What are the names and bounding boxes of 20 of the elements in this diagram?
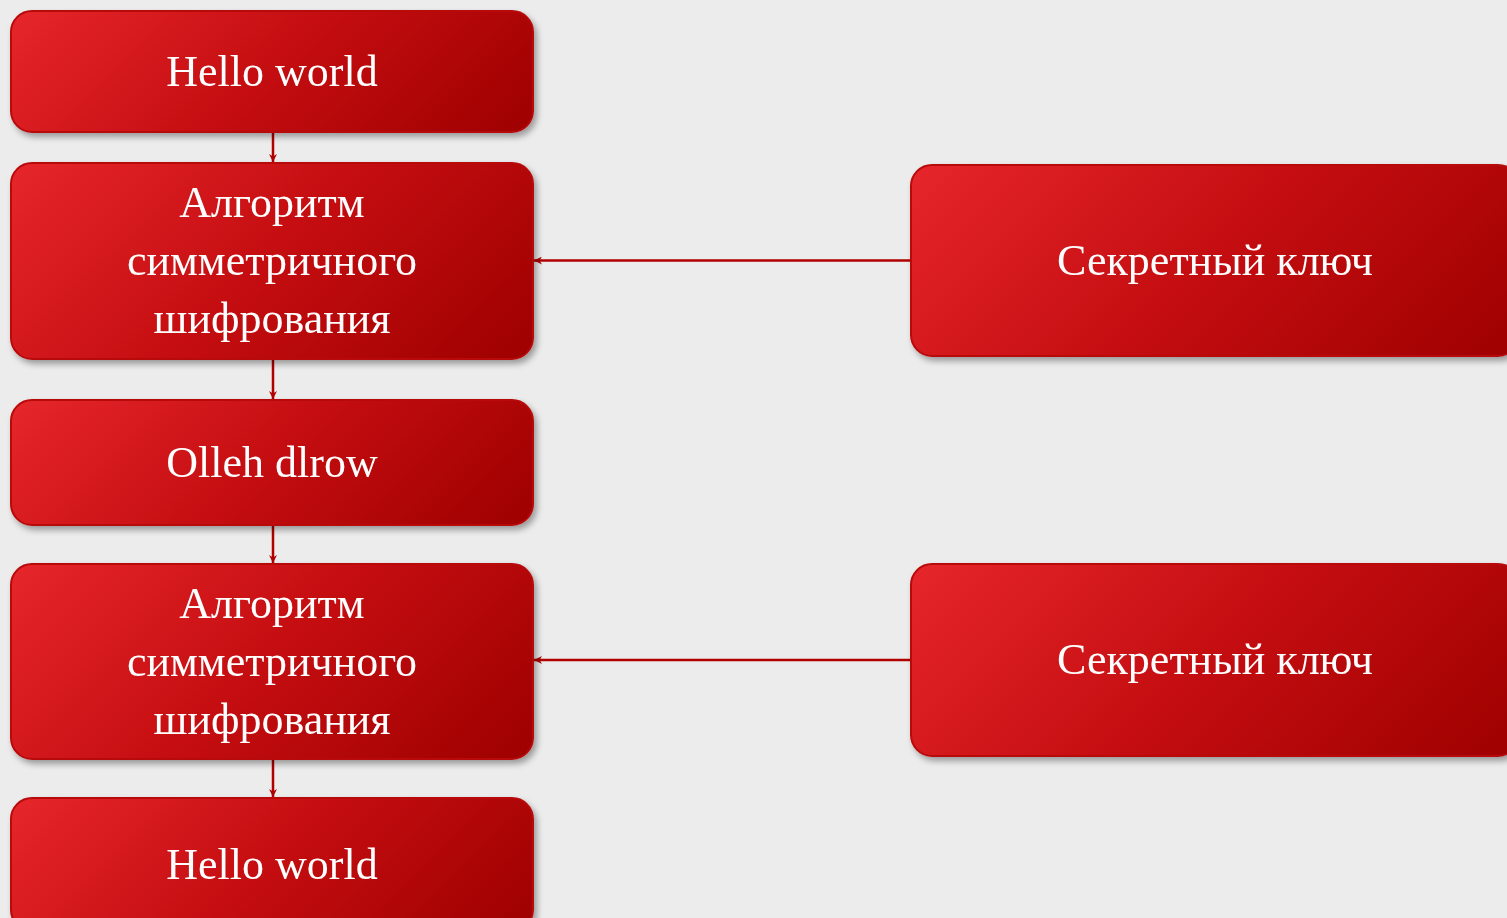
box-label: Секретный ключ (1057, 634, 1373, 686)
box-label: Алгоритм симметричного шифрования (125, 177, 419, 345)
box-label: Секретный ключ (1057, 234, 1373, 287)
box-label: Olleh dlrow (166, 436, 378, 489)
process-box (10, 162, 534, 360)
box-label: Hello world (166, 45, 378, 98)
process-box (10, 563, 534, 760)
process-box (910, 164, 1507, 357)
process-box (910, 563, 1507, 757)
arrow (269, 133, 277, 162)
arrow (534, 256, 910, 265)
arrow (269, 760, 277, 797)
box-label: Hello world (166, 838, 378, 891)
process-box (10, 399, 534, 526)
arrow (534, 656, 910, 664)
arrow (269, 526, 277, 563)
process-box (10, 10, 534, 133)
process-box (10, 797, 534, 918)
box-label: Алгоритм симметричного шифрования (125, 577, 419, 746)
arrow (269, 360, 277, 399)
